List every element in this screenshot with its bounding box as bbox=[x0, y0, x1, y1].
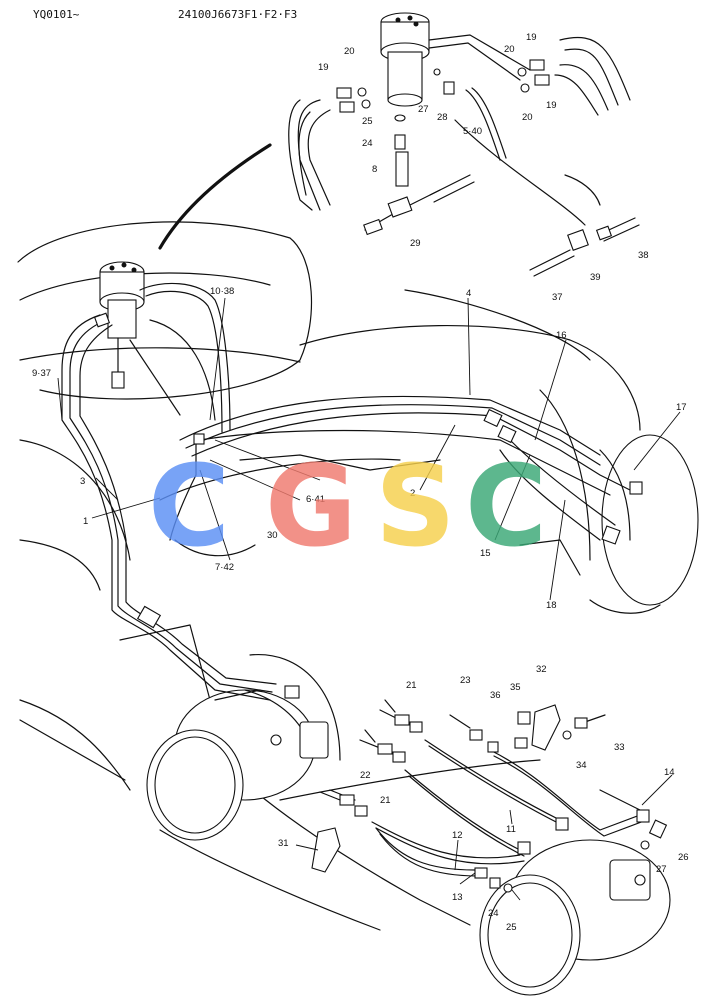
callout-label: 17 bbox=[676, 402, 687, 413]
right-drum bbox=[589, 434, 699, 614]
callout-label: 20 bbox=[522, 112, 533, 123]
machine-body-outline bbox=[17, 221, 641, 931]
callout-label: 27 bbox=[656, 864, 667, 875]
callout-label: 30 bbox=[267, 530, 278, 541]
watermark: C G S C bbox=[148, 442, 547, 572]
callout-label: 21 bbox=[406, 680, 417, 691]
callout-label: 9·37 bbox=[32, 368, 51, 379]
callout-label: 37 bbox=[552, 292, 563, 303]
leader-lines bbox=[57, 297, 681, 901]
callout-label: 6·41 bbox=[306, 494, 325, 505]
callout-label: 12 bbox=[452, 830, 463, 841]
watermark-letter: G bbox=[265, 442, 357, 572]
callout-label: 38 bbox=[638, 250, 649, 261]
callout-label: 20 bbox=[344, 46, 355, 57]
callout-labels: 1 2 3 4 5·40 6·41 7·42 8 9·37 10·38 11 1… bbox=[32, 32, 689, 933]
callout-label: 10·38 bbox=[210, 286, 234, 297]
callout-label: 20 bbox=[504, 44, 515, 55]
callout-label: 18 bbox=[546, 600, 557, 611]
callout-label: 31 bbox=[278, 838, 289, 849]
exploded-swivel-joint bbox=[288, 12, 631, 236]
callout-label: 26 bbox=[678, 852, 689, 863]
callout-label: 21 bbox=[380, 795, 391, 806]
watermark-letter: S bbox=[375, 442, 456, 572]
callout-label: 4 bbox=[466, 288, 471, 299]
callout-label: 35 bbox=[510, 682, 521, 693]
exploded-lower-parts bbox=[311, 699, 668, 893]
callout-label: 25 bbox=[362, 116, 373, 127]
callout-label: 39 bbox=[590, 272, 601, 283]
callout-label: 2 bbox=[410, 488, 415, 499]
pipe-fittings bbox=[93, 312, 643, 699]
callout-label: 24 bbox=[488, 908, 499, 919]
callout-label: 28 bbox=[437, 112, 448, 123]
callout-label: 15 bbox=[480, 548, 491, 559]
callout-label: 16 bbox=[556, 330, 567, 341]
right-travel-motor bbox=[479, 839, 671, 996]
part-number-label: 24100J6673F1·F2·F3 bbox=[178, 8, 298, 21]
callout-label: 22 bbox=[360, 770, 371, 781]
callout-label: 36 bbox=[490, 690, 501, 701]
center-swivel-joint bbox=[99, 261, 145, 389]
callout-label: 24 bbox=[362, 138, 373, 149]
watermark-letter: C bbox=[148, 442, 230, 572]
callout-label: 23 bbox=[460, 675, 471, 686]
callout-label: 3 bbox=[80, 476, 85, 487]
callout-label: 1 bbox=[83, 516, 88, 527]
callout-label: 7·42 bbox=[215, 562, 234, 573]
callout-label: 34 bbox=[576, 760, 587, 771]
callout-label: 11 bbox=[506, 824, 516, 835]
callout-label: 27 bbox=[418, 104, 429, 115]
leader-curves bbox=[158, 119, 601, 250]
exploded-tee-right bbox=[529, 217, 640, 277]
callout-label: 19 bbox=[318, 62, 329, 73]
callout-label: 32 bbox=[536, 664, 547, 675]
callout-label: 5·40 bbox=[463, 126, 482, 137]
callout-label: 13 bbox=[452, 892, 463, 903]
watermark-letter: C bbox=[465, 442, 547, 572]
callout-label: 8 bbox=[372, 164, 377, 175]
callout-label: 33 bbox=[614, 742, 625, 753]
callout-label: 14 bbox=[664, 767, 675, 778]
callout-label: 19 bbox=[526, 32, 537, 43]
callout-label: 25 bbox=[506, 922, 517, 933]
left-travel-motor bbox=[146, 689, 329, 841]
model-range-label: YQ0101~ bbox=[33, 8, 80, 21]
callout-label: 19 bbox=[546, 100, 557, 111]
callout-label: 29 bbox=[410, 238, 421, 249]
